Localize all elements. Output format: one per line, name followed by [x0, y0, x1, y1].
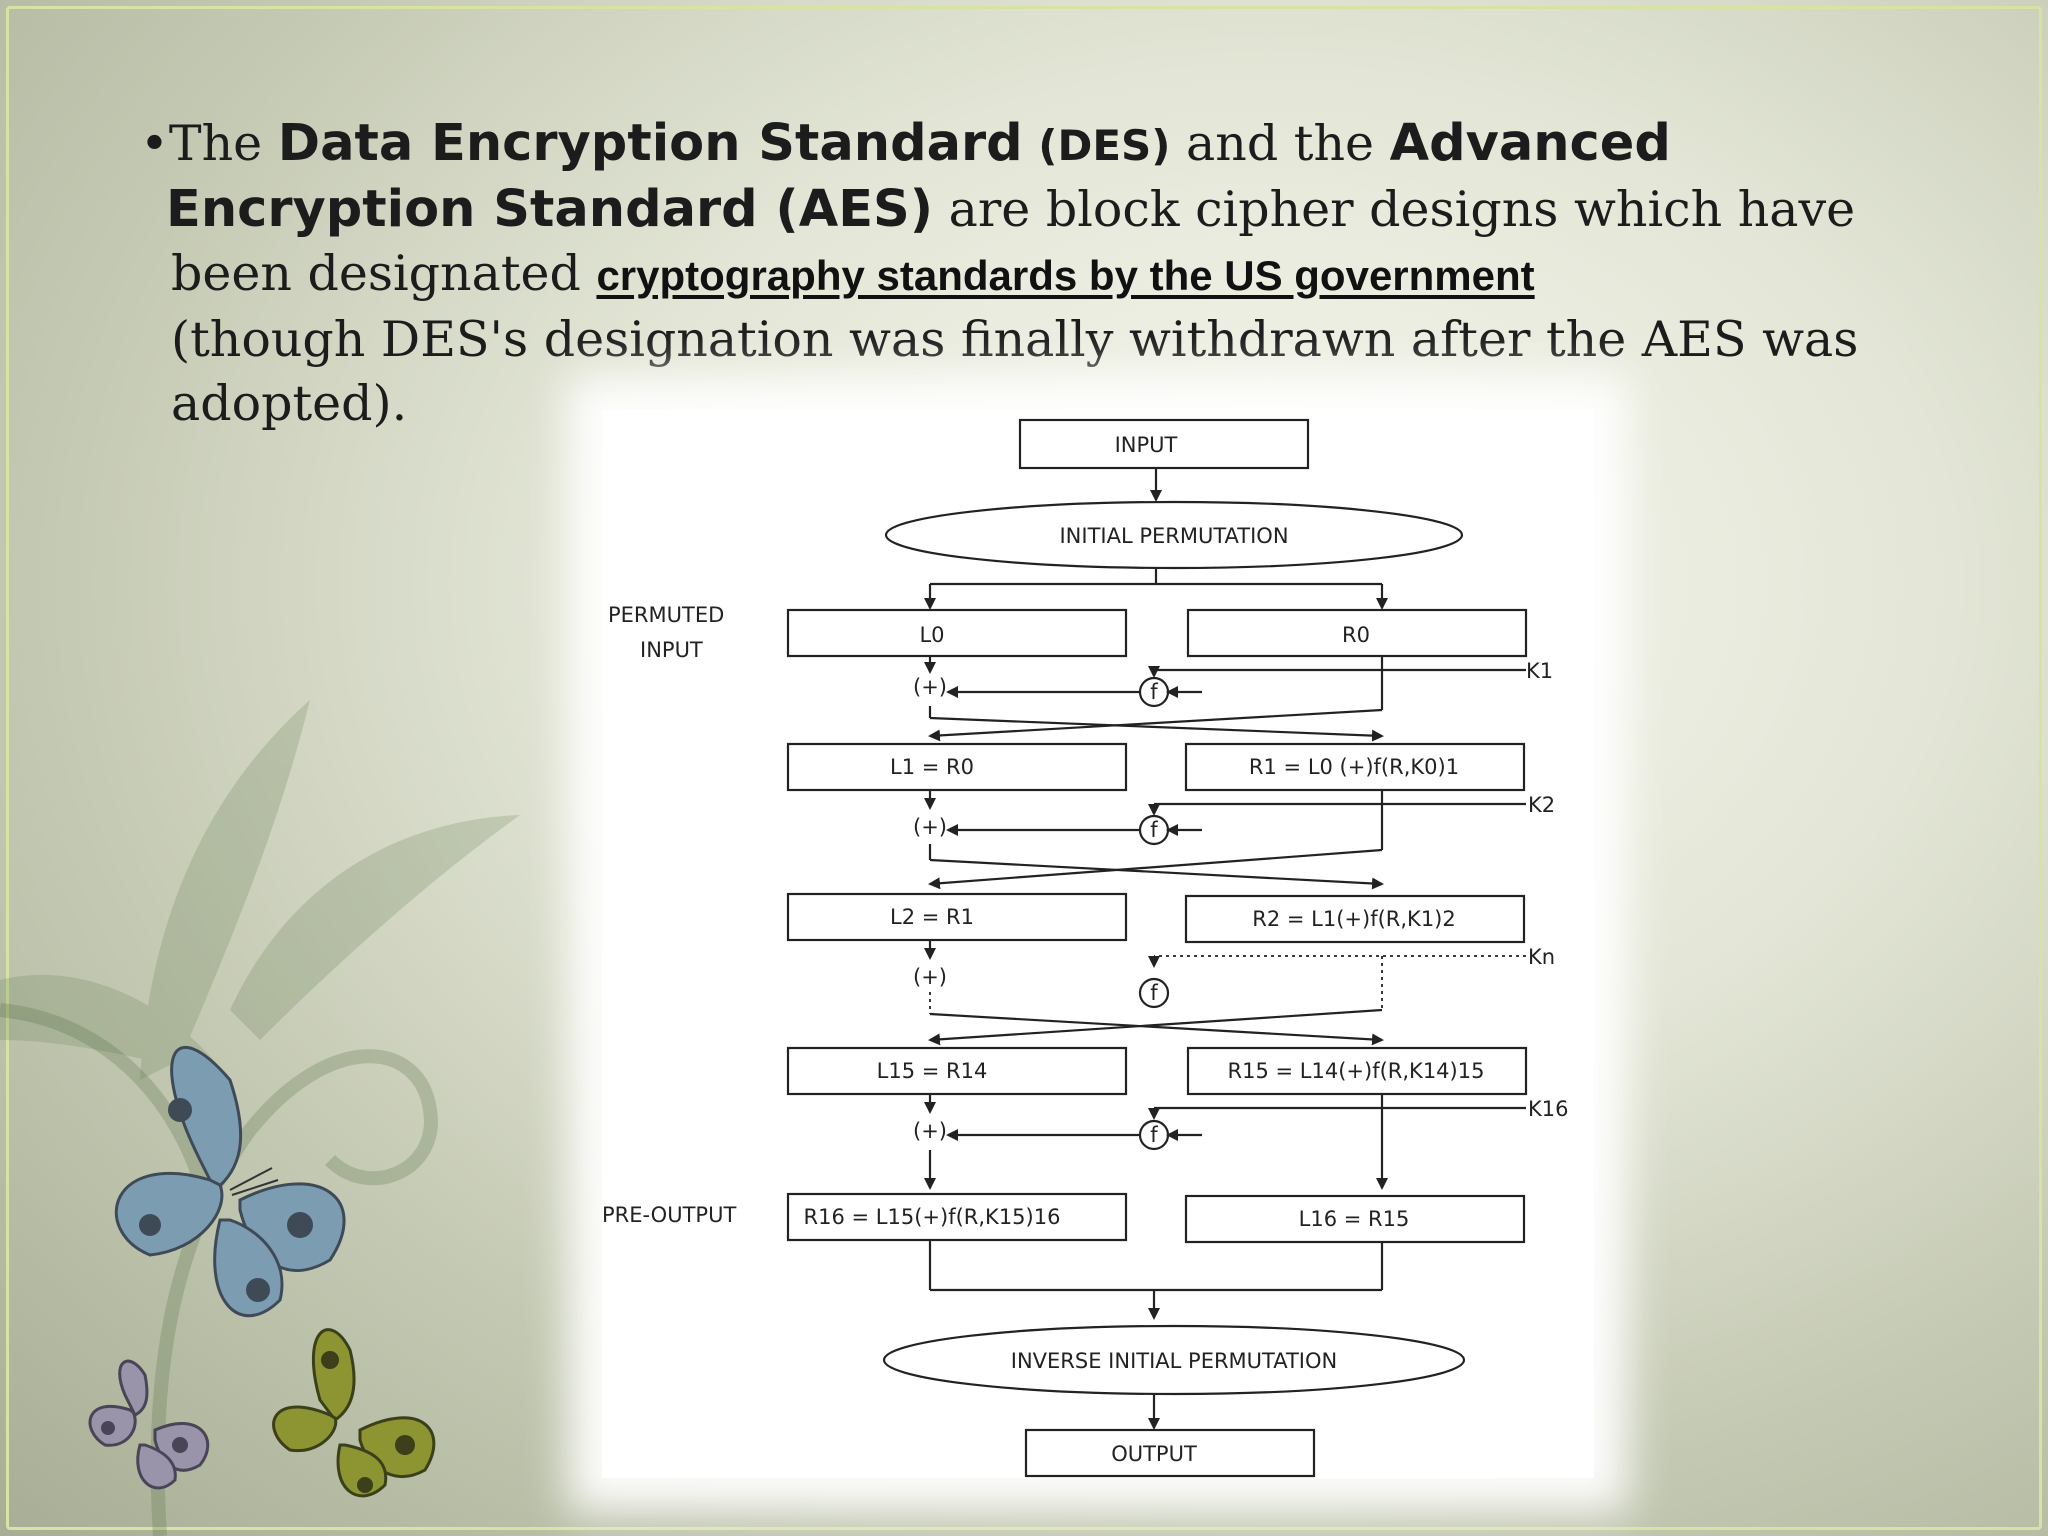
term-aes-part1: Advanced [1389, 114, 1671, 173]
butterfly-blue-icon [114, 1046, 346, 1318]
permuted-label-1: PERMUTED [608, 603, 724, 627]
l0-box [786, 608, 1128, 658]
l16-label: L16 = R15 [1299, 1207, 1410, 1231]
l15-label: L15 = R14 [877, 1059, 988, 1083]
f-16: f [1150, 1123, 1158, 1147]
f-1: f [1150, 680, 1158, 704]
text-block-cipher: are block cipher designs which have [933, 181, 1856, 238]
xor-n: (+) [913, 965, 947, 989]
r0-label: R0 [1342, 623, 1370, 647]
f-circle-n [1138, 977, 1170, 1009]
f-2: f [1150, 818, 1158, 842]
l2-label: L2 = R1 [890, 905, 974, 929]
slide-body-text: •The Data Encryption Standard (DES) and … [140, 112, 1859, 436]
term-des: Data Encryption Standard [277, 114, 1023, 173]
k1-label: K1 [1526, 659, 1553, 683]
l0-label: L0 [919, 623, 944, 647]
r16-label: R16 = L15(+)f(R,K15)16 [804, 1205, 1061, 1229]
l2-box [786, 892, 1128, 942]
term-aes-part2: Encryption Standard (AES) [166, 180, 934, 239]
text-been-designated: been designated [171, 245, 597, 302]
r1-box [1184, 742, 1526, 792]
term-des-abbr: (DES) [1038, 121, 1171, 170]
l16-box [1184, 1194, 1526, 1244]
input-box [1018, 418, 1310, 470]
initial-permutation-label: INITIAL PERMUTATION [1059, 524, 1288, 548]
xor-1: (+) [913, 675, 947, 699]
text-and-the: and the [1170, 115, 1390, 172]
output-label: OUTPUT [1111, 1442, 1197, 1466]
text-adopted: adopted). [171, 375, 408, 432]
k2-label: K2 [1528, 793, 1555, 817]
initial-permutation-ellipse [884, 500, 1464, 570]
bullet: • [140, 115, 169, 172]
inverse-permutation-label: INVERSE INITIAL PERMUTATION [1011, 1349, 1337, 1373]
l15-box [786, 1046, 1128, 1096]
permuted-label-2: INPUT [640, 638, 703, 662]
r16-box [786, 1192, 1128, 1242]
inverse-permutation-ellipse [882, 1324, 1466, 1396]
link-cryptography-standards[interactable]: cryptography standards by the US governm… [596, 252, 1535, 299]
butterfly-olive-icon [272, 1328, 436, 1498]
r15-box [1186, 1046, 1528, 1096]
r15-label: R15 = L14(+)f(R,K14)15 [1228, 1059, 1485, 1083]
text-the: The [168, 115, 278, 172]
pre-output-label: PRE-OUTPUT [602, 1203, 736, 1227]
kn-label: Kn [1528, 945, 1555, 969]
l1-label: L1 = R0 [890, 755, 974, 779]
text-though-des: (though DES's designation was finally wi… [171, 311, 1859, 368]
xor-2: (+) [913, 815, 947, 839]
r1-label: R1 = L0 (+)f(R,K0)1 [1249, 755, 1459, 779]
k16-label: K16 [1528, 1097, 1569, 1121]
des-flowchart: INPUT INITIAL PERMUTATION PERMUTED INPUT… [602, 410, 1594, 1478]
xor-16: (+) [913, 1119, 947, 1143]
butterfly-purple-icon [88, 1359, 210, 1490]
l1-box [786, 742, 1128, 792]
f-n: f [1150, 981, 1158, 1005]
input-label: INPUT [1115, 433, 1178, 457]
output-box [1024, 1428, 1316, 1478]
r2-box [1184, 894, 1526, 944]
r0-box [1186, 608, 1528, 658]
r2-label: R2 = L1(+)f(R,K1)2 [1252, 907, 1455, 931]
